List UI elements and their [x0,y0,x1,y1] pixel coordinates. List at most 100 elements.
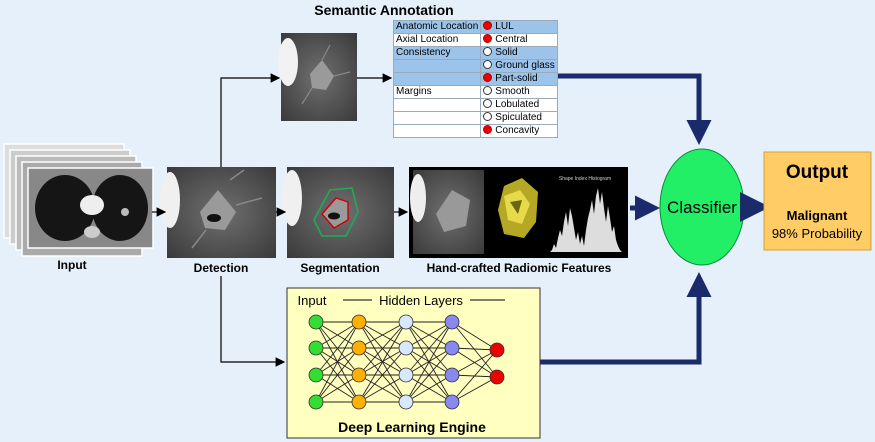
3d-nodule-render [498,178,538,238]
segmentation-image [282,167,394,258]
annotation-key: Axial Location [392,33,482,47]
output-title: Output [786,162,849,183]
deep-learning-box [286,287,541,439]
nn-connection [315,347,360,403]
annotation-option: Central [480,33,558,47]
input-node [308,394,324,410]
segmentation-label: Segmentation [300,261,379,275]
hidden-node [444,367,460,383]
nn-connection [451,347,498,351]
neural-network [308,314,505,410]
selected-radio-icon [483,34,493,43]
annotation-option: Smooth [480,85,558,99]
annotation-row: Axial Location Central [392,33,558,47]
input-node [308,314,324,330]
nn-connection [451,321,498,351]
radiomic-features-panel: Shape Index Histogram [409,167,628,258]
selected-radio-icon [483,125,493,134]
annotation-value: Concavity [495,125,540,136]
annotation-value: Lobulated [495,99,540,110]
annotation-key: Margins [392,85,482,99]
hidden-node [351,394,367,410]
annotation-key [392,98,482,112]
nn-connection [358,347,407,403]
annotation-option: Concavity [480,124,558,138]
annotation-value: Solid [495,47,518,58]
annotation-key [392,124,482,138]
nn-connection [315,321,360,376]
annotation-row: Consistency Solid [392,46,558,60]
output-probability: 98% Probability [772,226,863,241]
annotation-row: Lobulated [392,98,558,112]
classifier-label: Classifier [667,198,737,217]
unselected-radio-icon [483,86,493,95]
annotation-key [392,72,482,86]
selected-radio-icon [483,21,493,30]
nn-connection [451,376,498,403]
output-node [489,369,505,385]
shape-index-histogram [550,188,622,252]
hidden-node [351,340,367,356]
annotation-value: Spiculated [495,112,542,123]
nn-connection [358,321,407,349]
annotation-ct-image [278,33,357,121]
annotation-value: Central [495,34,528,45]
input-label: Input [57,258,86,272]
annotation-value: LUL [495,21,514,32]
hidden-node [444,394,460,410]
annotation-option: Solid [480,46,558,60]
annotation-value: Smooth [495,86,530,97]
annotation-key [392,111,482,125]
hidden-node [398,394,414,410]
annotation-row: Margins Smooth [392,85,558,99]
annotation-key: Anatomic Location [392,20,482,34]
nn-connection [315,321,360,349]
selected-radio-icon [483,73,493,82]
annotation-option: Lobulated [480,98,558,112]
hidden-node [398,314,414,330]
output-box [763,151,872,251]
annotation-row: Part-solid [392,72,558,86]
detection-image [160,167,276,258]
annotation-value: Ground glass [495,60,555,71]
hidden-node [444,340,460,356]
hidden-node [444,314,460,330]
dl-engine-label: Deep Learning Engine [338,419,486,435]
semantic-annotation-title: Semantic Annotation [314,2,454,18]
annotation-option: Spiculated [480,111,558,125]
nn-connection [358,321,407,403]
annotation-option: Part-solid [480,72,558,86]
nn-connection [358,321,407,376]
unselected-radio-icon [483,47,493,56]
hidden-node [351,367,367,383]
nn-connection [451,349,498,403]
input-node [308,340,324,356]
nn-connection [315,374,360,403]
output-node [489,342,505,358]
hidden-node [398,340,414,356]
annotation-row: Anatomic Location LUL [392,20,558,34]
nn-connection [405,321,453,349]
hidden-node [351,314,367,330]
annotation-row: Ground glass [392,59,558,73]
histogram-title: Shape Index Histogram [559,176,611,182]
annotation-key [392,59,482,73]
nn-connection [315,321,360,403]
nn-connection [358,374,407,403]
semantic-annotation-table: Anatomic Location LUL Axial Location Centra… [392,20,558,138]
classifier-input-arrows [540,73,712,365]
annotation-key: Consistency [392,46,482,60]
annotation-option: Ground glass [480,59,558,73]
dl-input-label: Input [298,293,327,308]
nn-connection [451,321,498,378]
unselected-radio-icon [483,60,493,69]
nn-connection [405,321,453,376]
nn-connection [405,374,453,403]
annotation-option: LUL [480,20,558,34]
hidden-node [398,367,414,383]
radiomic-features-label: Hand-crafted Radiomic Features [427,261,612,275]
annotation-row: Spiculated [392,111,558,125]
unselected-radio-icon [483,99,493,108]
